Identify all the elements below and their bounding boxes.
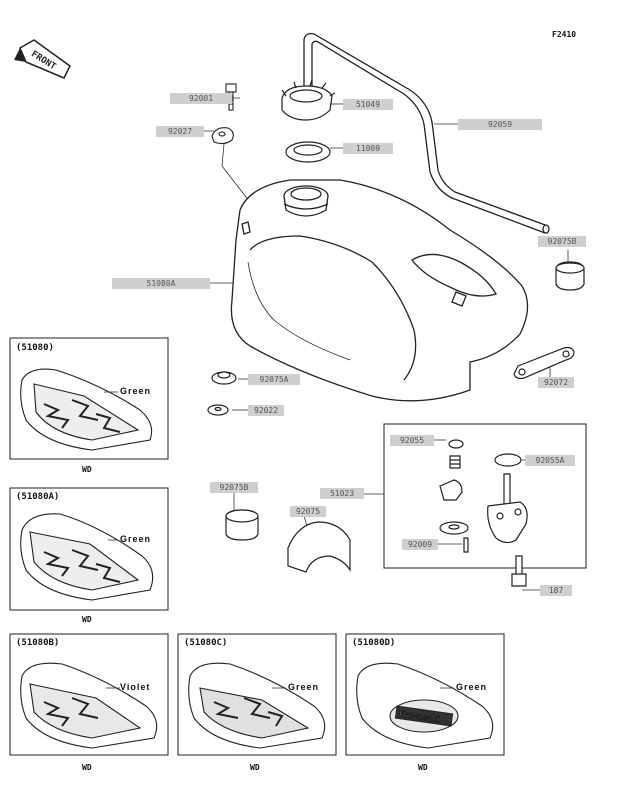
decal-note-51080A: WD (82, 615, 92, 624)
damper-washer (211, 127, 234, 145)
part-label-92055A: 92055A (525, 455, 575, 466)
decal-box-title-51080D: (51080D) (352, 638, 396, 648)
figure-number: F2410 (552, 30, 577, 39)
breather-hose (303, 32, 550, 234)
part-label-51080A: 51080A (112, 278, 210, 289)
cylinder-damper (225, 509, 259, 541)
decal-graphic-51080 (20, 368, 153, 451)
cap-gasket (285, 141, 331, 163)
fuel-cock (439, 439, 528, 587)
leader-lines (204, 97, 569, 591)
part-label-92075B-right: 92075B (538, 236, 586, 247)
part-label-51023: 51023 (320, 488, 364, 499)
decal-box-title-51080: (51080) (16, 343, 54, 353)
decal-box-51080B (9, 633, 169, 756)
color-leader-lines (104, 391, 454, 689)
part-label-92072: 92072 (538, 377, 574, 388)
front-arrow-icon: FRONT (14, 39, 71, 79)
decal-graphic-51080C (188, 662, 326, 749)
decal-color-51080D: Green (456, 682, 488, 692)
decal-box-title-51080C: (51080C) (184, 638, 228, 648)
part-label-92075: 92075 (290, 506, 326, 517)
part-label-92075A: 92075A (248, 374, 300, 385)
decal-box-51080A (9, 487, 169, 611)
decal-box-51080C (177, 633, 337, 756)
decal-box-51080D (345, 633, 505, 756)
part-label-187: 187 (540, 585, 572, 596)
decal-box-51080 (9, 337, 169, 460)
part-label-92022: 92022 (248, 405, 284, 416)
decal-graphic-51080A (20, 513, 154, 601)
part-label-92055: 92055 (390, 435, 434, 446)
part-label-92027: 92027 (156, 126, 204, 137)
decal-graphic-51080B (20, 662, 158, 749)
decal-note-51080C: WD (250, 763, 260, 772)
decal-box-title-51080A: (51080A) (16, 492, 60, 502)
collar-washer (207, 404, 229, 416)
decal-note-51080B: WD (82, 763, 92, 772)
tank-cushion (287, 521, 351, 573)
part-label-11009: 11009 (343, 143, 393, 154)
decal-note-51080D: WD (418, 763, 428, 772)
part-label-92001: 92001 (170, 93, 232, 104)
fuel-cock-box (383, 423, 587, 569)
part-label-92059: 92059 (458, 119, 542, 130)
fuel-cap (281, 79, 336, 121)
fuel-tank (230, 179, 529, 402)
part-label-51049: 51049 (343, 99, 393, 110)
decal-graphic-51080D: Kawasaki (356, 662, 494, 749)
decal-color-51080B: Violet (120, 682, 151, 692)
part-label-92009: 92009 (402, 539, 438, 550)
decal-note-51080: WD (82, 465, 92, 474)
decal-color-51080: Green (120, 386, 152, 396)
decal-color-51080C: Green (288, 682, 320, 692)
part-label-92075B-left: 92075B (210, 482, 258, 493)
grommet (211, 371, 237, 385)
decal-box-title-51080B: (51080B) (16, 638, 60, 648)
tank-bracket (513, 346, 575, 380)
rubber-damper (555, 261, 585, 291)
decal-color-51080A: Green (120, 534, 152, 544)
